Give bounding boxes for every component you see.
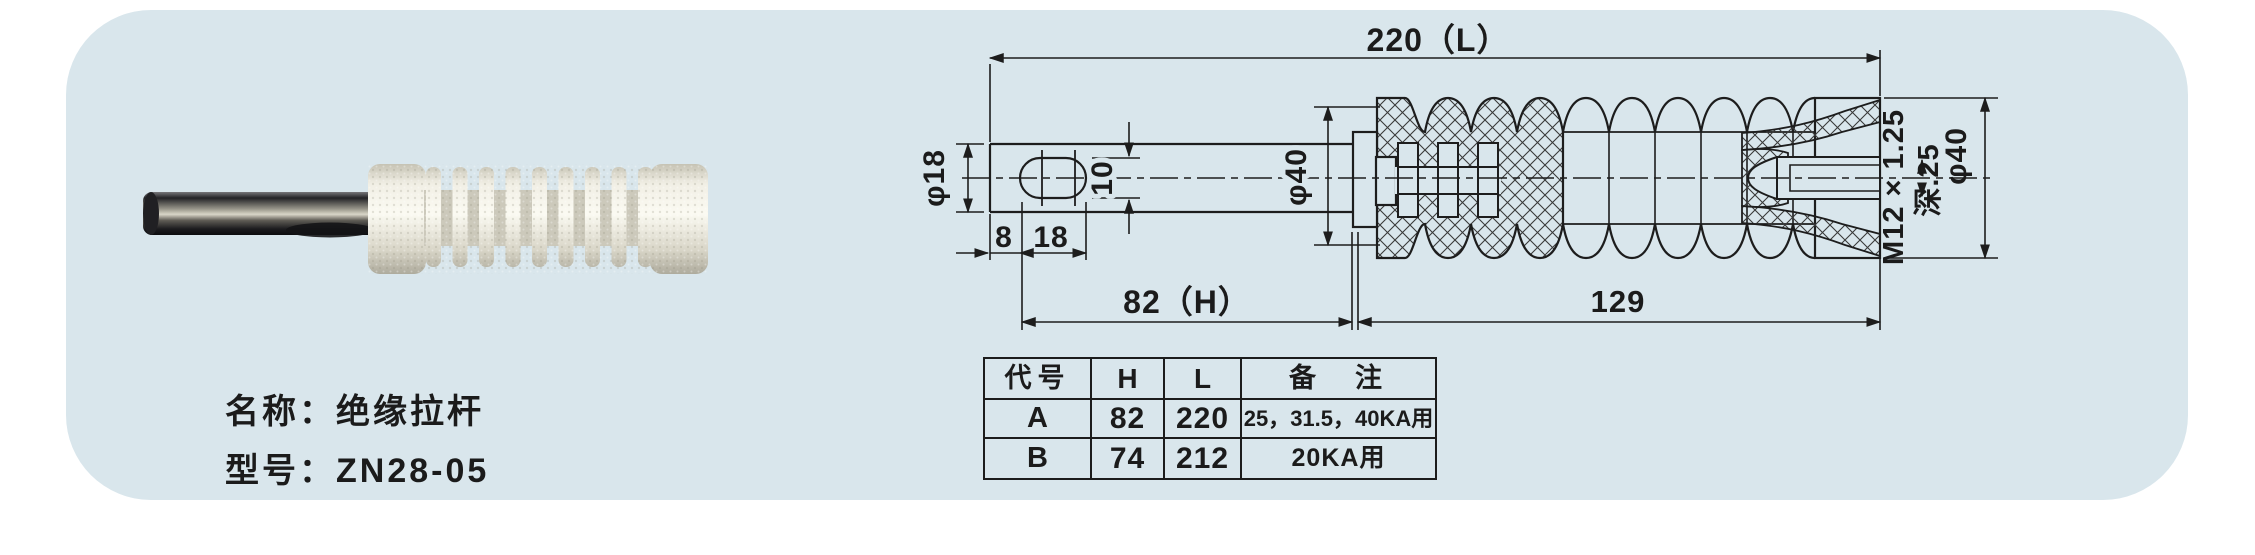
product-model-line: 型号：ZN28-05 xyxy=(225,452,490,490)
spec-header-row: 代号 H L 备 注 xyxy=(983,357,1437,400)
spec-table: 代号 H L 备 注 A 82 220 25，31.5，40KA用 B 74 2… xyxy=(983,357,1437,480)
cell-l-a: 220 xyxy=(1163,398,1242,439)
end-cap-hatch xyxy=(1741,98,1881,258)
cell-code-b: B xyxy=(983,437,1092,480)
sheds-top xyxy=(1561,96,1816,133)
table-row: A 82 220 25，31.5，40KA用 xyxy=(983,398,1437,439)
dim-label-thread-depth: 深.25 xyxy=(1912,143,1945,216)
photo-shaft-notch xyxy=(286,222,374,238)
dim-label-thread-spec: M12 × 1.25 xyxy=(1878,109,1910,265)
sheds-bottom xyxy=(1561,223,1816,260)
header-l: L xyxy=(1163,357,1242,400)
dimension-labels: 220（L） φ18 10 8 18 82（H） φ40 129 M12 × 1… xyxy=(913,22,1973,320)
dimension-lines xyxy=(956,50,1998,330)
header-note: 备 注 xyxy=(1240,357,1437,400)
dim-label-shaft-length: 82（H） xyxy=(1123,284,1251,320)
cell-code-a: A xyxy=(983,398,1092,439)
photo-shaft-tip xyxy=(143,192,159,235)
dim-label-insulator-dia-left: φ40 xyxy=(1280,148,1313,206)
dim-label-insulator-dia-right: φ40 xyxy=(1940,127,1973,185)
thread-minor xyxy=(1789,164,1880,192)
cell-h-a: 82 xyxy=(1090,398,1165,439)
cell-h-b: 74 xyxy=(1090,437,1165,480)
header-code: 代号 xyxy=(983,357,1092,400)
dim-label-slot-width: 10 xyxy=(1086,160,1119,195)
dim-label-total-length: 220（L） xyxy=(1367,22,1510,58)
photo-texture-overlay xyxy=(368,164,708,274)
product-photo xyxy=(143,164,708,274)
flange-neck xyxy=(1374,155,1398,207)
product-name-line: 名称：绝缘拉杆 xyxy=(225,393,484,431)
cell-note-a: 25，31.5，40KA用 xyxy=(1240,398,1437,439)
dim-label-insulator-length: 129 xyxy=(1591,284,1646,319)
dim-label-slot-offset: 8 xyxy=(995,221,1013,254)
rod-slot xyxy=(1018,156,1088,200)
cell-note-b: 20KA用 xyxy=(1240,437,1437,480)
insert-segments xyxy=(1397,142,1499,218)
header-h: H xyxy=(1090,357,1165,400)
cell-l-b: 212 xyxy=(1163,437,1242,480)
table-row: B 74 212 20KA用 xyxy=(983,437,1437,480)
dim-label-shaft-dia: φ18 xyxy=(918,149,951,207)
flange-plate xyxy=(1351,130,1379,229)
drawing-geometry xyxy=(988,96,1882,260)
dim-label-slot-length: 18 xyxy=(1033,221,1068,254)
